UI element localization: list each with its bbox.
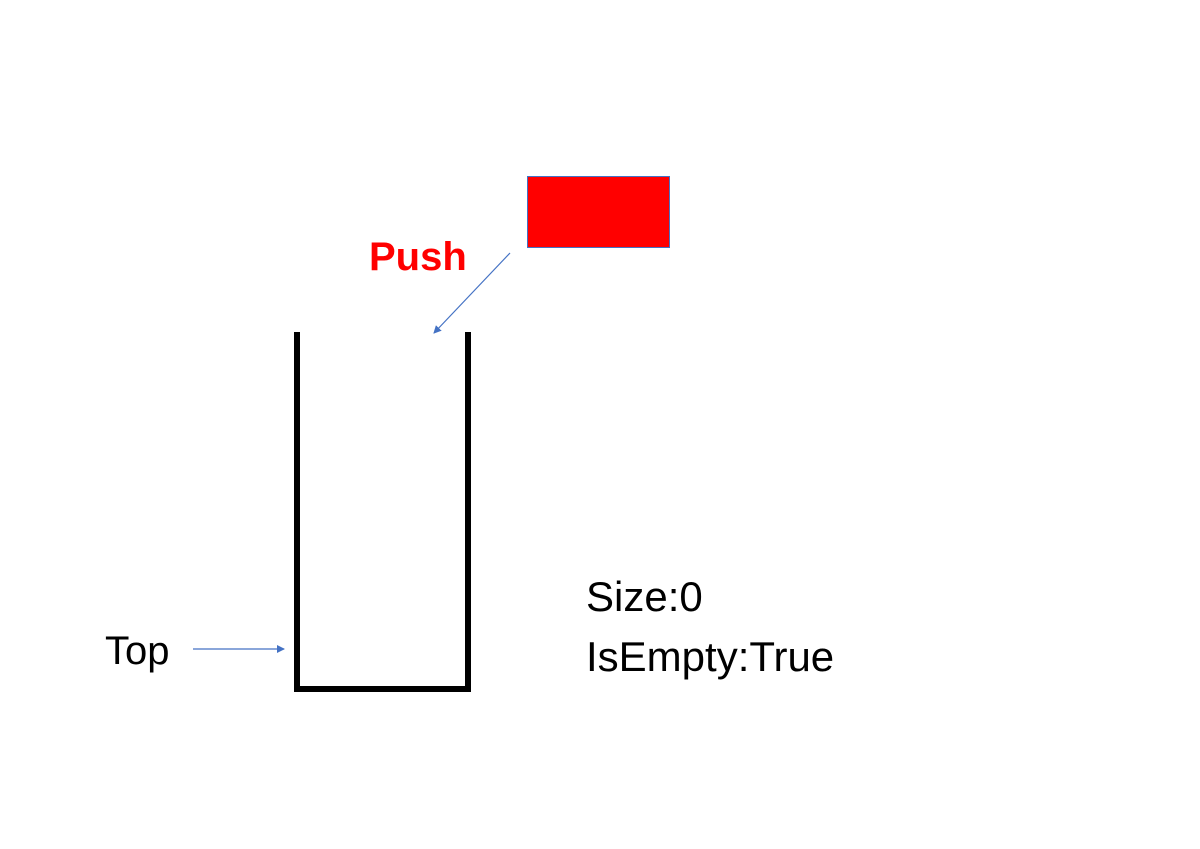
element-to-push — [527, 176, 670, 248]
stack-container — [294, 332, 471, 692]
push-label: Push — [369, 235, 467, 279]
push-arrow — [433, 252, 511, 334]
isempty-status: IsEmpty:True — [586, 633, 834, 680]
size-status: Size:0 — [586, 573, 703, 620]
top-label: Top — [105, 629, 170, 673]
